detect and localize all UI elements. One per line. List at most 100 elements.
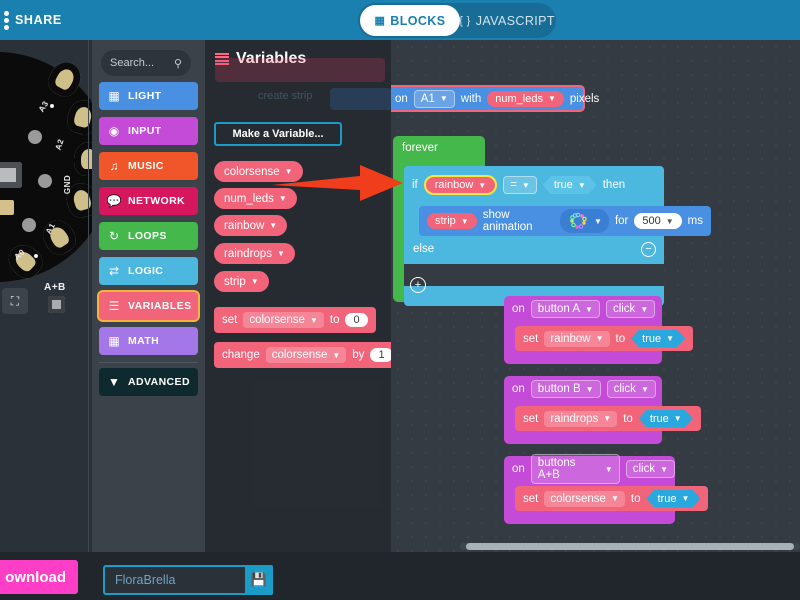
- chevron-down-icon: ▼: [666, 334, 675, 343]
- pin-dropdown[interactable]: A1 ▼: [413, 89, 455, 108]
- save-button[interactable]: 💾: [245, 565, 273, 595]
- variable-dropdown[interactable]: raindrops ▼: [544, 410, 618, 427]
- chevron-down-icon[interactable]: ▼: [269, 221, 278, 230]
- else-body-slot: [404, 264, 664, 286]
- simulator-panel: A3 A2 GND A1 A0 A+B ⛶: [0, 40, 92, 552]
- button-source-dropdown[interactable]: button B ▼: [530, 380, 601, 398]
- boolean-label: true: [642, 332, 662, 345]
- sidebar-item-input[interactable]: ◉INPUT: [99, 117, 198, 145]
- forever-label: forever: [402, 142, 438, 154]
- chevron-down-icon: ▼: [577, 180, 586, 190]
- button-source-dropdown[interactable]: buttons A+B ▼: [530, 454, 620, 484]
- lines-icon: ☰: [108, 299, 120, 313]
- chevron-down-icon[interactable]: ▼: [250, 277, 259, 286]
- chevron-down-icon: ▼: [521, 180, 530, 190]
- variables-flyout: Variables Make a Variable... colorsense …: [205, 40, 401, 552]
- operator-dropdown[interactable]: = ▼: [503, 176, 537, 194]
- sidebar-item-label-network: NETWORK: [128, 195, 186, 207]
- workspace-hscrollbar[interactable]: [466, 543, 794, 550]
- sidebar-item-advanced[interactable]: ▼ ADVANCED: [99, 368, 198, 396]
- change-variable-block[interactable]: change colorsense ▼ by 1: [214, 342, 401, 368]
- chevron-down-icon[interactable]: ▼: [284, 167, 293, 176]
- toolbox-panel: Search... ⚲ ▦LIGHT ◉INPUT ♫MUSIC 💬NETWORK ↻L…: [92, 40, 205, 552]
- neopixel-led: [38, 174, 52, 188]
- strip-variable-arg[interactable]: strip ▼: [427, 213, 477, 229]
- variable-dropdown[interactable]: colorsense ▼: [243, 312, 324, 328]
- share-label: SHARE: [15, 13, 62, 27]
- event-type-dropdown[interactable]: click ▼: [605, 300, 656, 318]
- ab-button[interactable]: [48, 296, 65, 313]
- search-input[interactable]: Search... ⚲: [101, 50, 191, 76]
- animation-dropdown[interactable]: ▼: [560, 209, 609, 233]
- tab-blocks[interactable]: ▦ BLOCKS: [360, 5, 460, 36]
- variable-dropdown[interactable]: colorsense ▼: [265, 347, 347, 363]
- duration-input[interactable]: 500 ▼: [634, 213, 682, 229]
- event-type-dropdown[interactable]: click ▼: [606, 380, 656, 398]
- variable-dropdown[interactable]: rainbow ▼: [544, 330, 610, 347]
- num-leds-variable[interactable]: num_leds ▼: [487, 90, 564, 107]
- sidebar-item-light[interactable]: ▦LIGHT: [99, 82, 198, 110]
- chevron-down-icon: ▼: [595, 334, 604, 343]
- blocks-workspace[interactable]: on A1 ▼ with num_leds ▼ pixels forever i…: [391, 40, 800, 552]
- set-connector: to: [329, 314, 340, 326]
- variable-block-rainbow[interactable]: rainbow ▼: [214, 215, 288, 236]
- circuit-playground-board[interactable]: A3 A2 GND A1 A0: [0, 52, 92, 284]
- show-animation-block[interactable]: strip ▼ show animation ▼: [419, 206, 711, 236]
- sidebar-item-loops[interactable]: ↻LOOPS: [99, 222, 198, 250]
- sidebar-item-label-light: LIGHT: [128, 90, 162, 102]
- duration-value: 500: [642, 215, 661, 227]
- share-dots-icon: [4, 10, 9, 30]
- chevron-down-icon[interactable]: ▼: [276, 249, 285, 258]
- variable-block-strip[interactable]: strip ▼: [214, 271, 269, 292]
- rainbow-variable-arg[interactable]: rainbow ▼: [423, 175, 498, 195]
- variable-label: raindrops: [550, 412, 599, 425]
- boolean-true-arg[interactable]: true ▼: [543, 176, 597, 194]
- for-label: for: [614, 215, 629, 227]
- button-source-label: buttons A+B: [537, 457, 576, 481]
- sidebar-item-music[interactable]: ♫MUSIC: [99, 152, 198, 180]
- sidebar-item-math[interactable]: ▦MATH: [99, 327, 198, 355]
- pad-out: [2, 238, 48, 284]
- chevron-down-icon[interactable]: ▼: [278, 194, 287, 203]
- plus-circle-icon[interactable]: +: [410, 277, 426, 293]
- boolean-true-arg[interactable]: true ▼: [631, 330, 685, 348]
- set-variable-block-raindrops[interactable]: set raindrops ▼ to true ▼: [515, 406, 701, 431]
- variable-block-colorsense[interactable]: colorsense ▼: [214, 161, 303, 182]
- sidebar-item-logic[interactable]: ⇄LOGIC: [99, 257, 198, 285]
- sidebar-item-label-math: MATH: [128, 335, 160, 347]
- if-block-header[interactable]: if rainbow ▼ = ▼ true ▼ then: [404, 166, 664, 204]
- share-button[interactable]: SHARE: [0, 7, 72, 34]
- value-input[interactable]: 1: [370, 348, 393, 362]
- set-verb: set: [523, 332, 539, 345]
- set-variable-block[interactable]: set colorsense ▼ to 0: [214, 307, 376, 333]
- flyout-title-label: Variables: [236, 50, 307, 67]
- else-row[interactable]: else −: [404, 238, 664, 264]
- value-input[interactable]: 0: [345, 313, 368, 327]
- sidebar-item-network[interactable]: 💬NETWORK: [99, 187, 198, 215]
- set-variable-block-colorsense[interactable]: set colorsense ▼ to true ▼: [515, 486, 709, 511]
- expand-icon[interactable]: ⛶: [2, 288, 28, 314]
- app-header: SHARE ▦ BLOCKS { } JAVASCRIPT: [0, 0, 800, 40]
- button-source-dropdown[interactable]: button A ▼: [530, 300, 600, 318]
- variable-block-raindrops[interactable]: raindrops ▼: [214, 243, 295, 264]
- chevron-down-icon: ▼: [640, 384, 649, 394]
- tab-javascript[interactable]: { } JAVASCRIPT: [459, 5, 554, 36]
- boolean-true-arg[interactable]: true ▼: [646, 490, 700, 508]
- boolean-true-arg[interactable]: true ▼: [639, 410, 693, 428]
- make-a-variable-button[interactable]: Make a Variable...: [214, 122, 342, 146]
- event-type-label: click: [613, 383, 636, 395]
- project-name-input[interactable]: FloraBrella: [103, 565, 273, 595]
- toolbox-divider: [99, 362, 198, 363]
- event-type-dropdown[interactable]: click ▼: [625, 460, 675, 478]
- variable-dropdown[interactable]: colorsense ▼: [544, 490, 625, 507]
- rainbow-ring-icon: [570, 212, 587, 229]
- chevron-down-icon: ▼: [594, 216, 602, 226]
- panel-divider: [88, 40, 89, 552]
- set-variable-block-rainbow[interactable]: set rainbow ▼ to true ▼: [515, 326, 694, 351]
- download-button[interactable]: ownload: [0, 560, 78, 594]
- variable-block-num-leds[interactable]: num_leds ▼: [214, 188, 297, 209]
- minus-circle-icon[interactable]: −: [641, 242, 656, 257]
- chevron-down-icon: ▼: [603, 414, 612, 423]
- create-strip-block[interactable]: on A1 ▼ with num_leds ▼ pixels: [391, 85, 599, 112]
- sidebar-item-variables[interactable]: ☰VARIABLES: [99, 292, 198, 320]
